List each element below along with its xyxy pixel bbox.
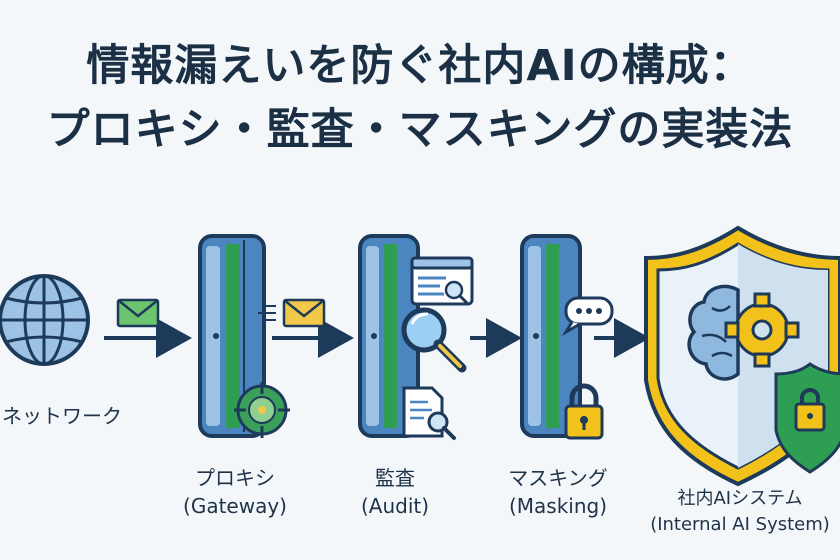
lock-icon [564,383,604,440]
node-label-masking: マスキング (Masking) [488,464,628,520]
target-badge-icon [234,382,290,438]
node-label-text: 社内AIシステム [677,488,803,509]
node-label-audit: 監査 (Audit) [340,464,450,520]
brain-icon [687,284,740,381]
magnifier-icon [401,307,467,373]
envelope-icon [282,298,326,328]
node-label-subtext: (Audit) [360,494,430,518]
node-label-text: マスキング [508,466,608,490]
node-label-text: 監査 [375,466,415,490]
node-label-text: ネットワーク [2,404,122,428]
chat-bubble-icon [561,296,614,337]
proxy-server-icon [198,234,266,438]
node-label-text: プロキシ [195,466,275,490]
envelope-icon [116,298,160,328]
globe-icon [0,274,90,366]
masking-server-icon [520,234,582,438]
node-label-internal-ai: 社内AIシステム (Internal AI System) [640,486,840,538]
node-label-subtext: (Gateway) [183,494,287,518]
title-line-1: 情報漏えいを防ぐ社内AIの構成： [86,41,754,91]
node-label-network: ネットワーク [0,402,142,430]
secure-lock-shield-icon [774,362,840,474]
browser-window-icon [410,256,474,306]
node-label-subtext: (Internal AI System) [650,514,830,535]
page-title: 情報漏えいを防ぐ社内AIの構成： プロキシ・監査・マスキングの実装法 [0,34,840,162]
title-line-2: プロキシ・監査・マスキングの実装法 [46,105,794,155]
speed-lines-icon [258,305,276,321]
document-search-icon [402,386,456,440]
audit-server-icon [358,234,420,438]
node-label-subtext: (Masking) [508,494,608,518]
node-label-proxy: プロキシ (Gateway) [170,464,300,520]
gear-icon [724,292,800,368]
